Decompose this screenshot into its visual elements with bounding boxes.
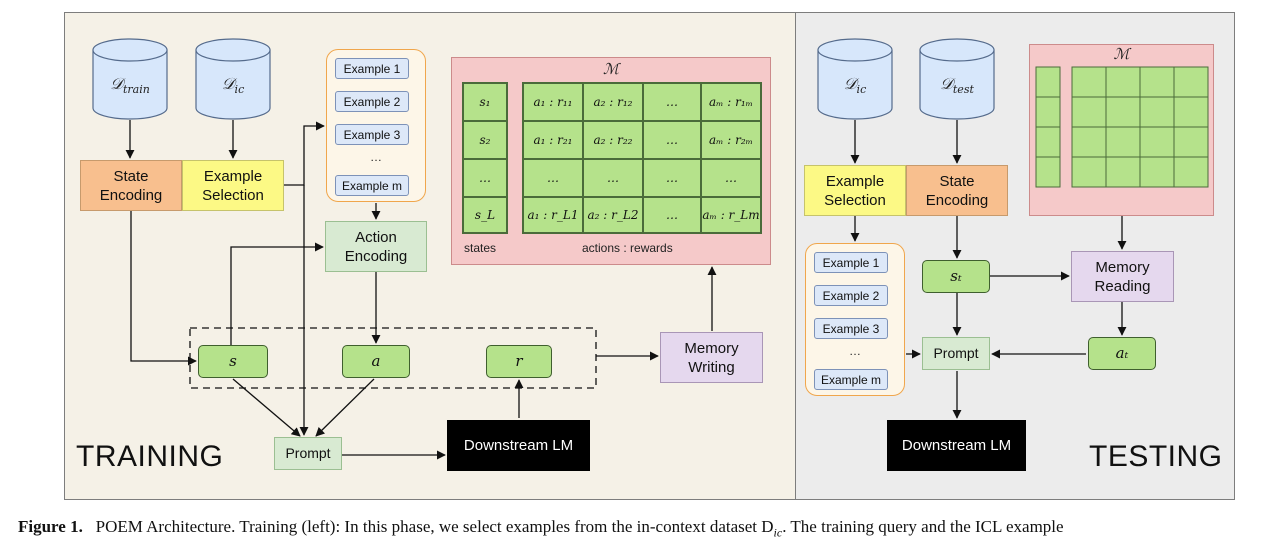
memory-actions-grid: a₁ : r₁₁ a₂ : r₁₂ … aₘ : r₁ₘ a₁ : r₂₁ a₂… (522, 82, 762, 234)
memory-cell: … (701, 159, 761, 197)
memory-cell: a₁ : r₁₁ (523, 83, 583, 121)
memory-states-column: s₁ s₂ … s_L (462, 82, 508, 234)
example-item: Example 2 (814, 285, 888, 306)
memory-cell: aₘ : r₂ₘ (701, 121, 761, 159)
test-memory-title: ℳ (1113, 45, 1130, 63)
training-memory: ℳ s₁ s₂ … s_L a₁ : r₁₁ a₂ : r₁₂ … aₘ : r… (451, 57, 771, 265)
figure-caption: Figure 1. POEM Architecture. Training (l… (18, 517, 1064, 540)
states-label: states (464, 241, 497, 255)
example-item: Example 3 (335, 124, 409, 145)
training-downstream-lm: Downstream LM (447, 420, 590, 471)
example-item: Example 1 (335, 58, 409, 79)
d-train-label: 𝒟train (110, 74, 150, 97)
memory-cell: … (643, 159, 701, 197)
example-item: Example m (814, 369, 888, 390)
training-example-list: Example 1 Example 2 Example 3 … Example … (326, 49, 426, 202)
example-ellipsis: … (849, 344, 861, 358)
test-state-encoding-box: State Encoding (906, 165, 1008, 216)
example-item: Example 3 (814, 318, 888, 339)
node-r: r (486, 345, 552, 378)
action-encoding-box: Action Encoding (325, 221, 427, 272)
caption-text: POEM Architecture. Training (left): In t… (95, 517, 774, 536)
memory-cell: … (583, 159, 643, 197)
caption-label: Figure 1. (18, 517, 83, 536)
example-item: Example 1 (814, 252, 888, 273)
memory-cell: a₂ : r_L2 (583, 197, 643, 233)
node-st: sₜ (922, 260, 990, 293)
testing-label: TESTING (1089, 440, 1223, 473)
example-item: Example m (335, 175, 409, 196)
training-label: TRAINING (76, 440, 224, 473)
testing-downstream-lm: Downstream LM (887, 420, 1026, 471)
memory-cell: … (523, 159, 583, 197)
testing-memory-grid (1035, 66, 1209, 188)
memory-cell: … (643, 121, 701, 159)
d-ic-cylinder: 𝒟ic (195, 38, 271, 120)
testing-example-list: Example 1 Example 2 Example 3 … Example … (805, 243, 905, 396)
example-ellipsis: … (370, 150, 382, 164)
memory-cell: a₂ : r₁₂ (583, 83, 643, 121)
d-test-label: 𝒟test (940, 74, 974, 97)
memory-cell: aₘ : r_Lm (701, 197, 761, 233)
memory-state-cell: s₂ (463, 121, 507, 159)
testing-memory: ℳ (1029, 44, 1214, 216)
testing-prompt-box: Prompt (922, 337, 990, 370)
caption-tail: . The training query and the ICL example (782, 517, 1064, 536)
example-selection-box: Example Selection (182, 160, 284, 211)
memory-title: ℳ (602, 60, 620, 78)
state-encoding-box: State Encoding (80, 160, 182, 211)
memory-cell: a₂ : r₂₂ (583, 121, 643, 159)
example-item: Example 2 (335, 91, 409, 112)
test-d-ic-label: 𝒟ic (843, 74, 867, 97)
node-a: a (342, 345, 410, 378)
test-example-selection-box: Example Selection (804, 165, 906, 216)
d-train-cylinder: 𝒟train (92, 38, 168, 120)
memory-cell: a₁ : r_L1 (523, 197, 583, 233)
node-at: aₜ (1088, 337, 1156, 370)
memory-cell: … (643, 197, 701, 233)
memory-state-cell: … (463, 159, 507, 197)
actions-rewards-label: actions : rewards (582, 241, 673, 255)
d-test-cylinder: 𝒟test (919, 38, 995, 120)
memory-cell: aₘ : r₁ₘ (701, 83, 761, 121)
memory-writing-box: Memory Writing (660, 332, 763, 383)
node-s: s (198, 345, 268, 378)
memory-cell: a₁ : r₂₁ (523, 121, 583, 159)
d-ic-label: 𝒟ic (221, 74, 245, 97)
caption-sub: ic (773, 525, 783, 540)
memory-state-cell: s₁ (463, 83, 507, 121)
memory-cell: … (643, 83, 701, 121)
memory-reading-box: Memory Reading (1071, 251, 1174, 302)
training-prompt-box: Prompt (274, 437, 342, 470)
test-d-ic-cylinder: 𝒟ic (817, 38, 893, 120)
memory-state-cell: s_L (463, 197, 507, 233)
